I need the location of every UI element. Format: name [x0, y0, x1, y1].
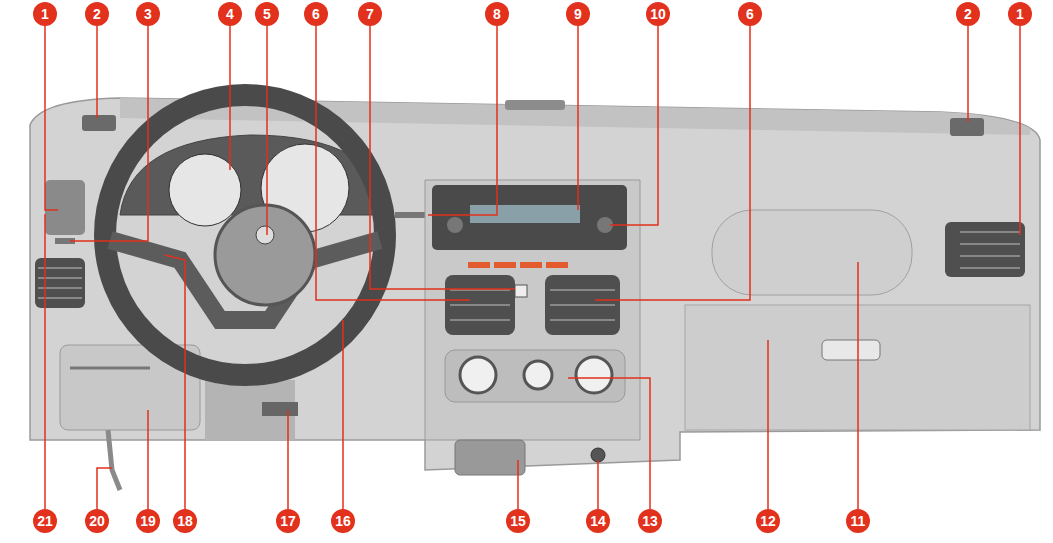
heater-panel: [445, 350, 625, 402]
radio: [432, 185, 627, 250]
hazard-button: [515, 285, 527, 297]
stalk: [395, 212, 425, 218]
fuse-box-cover: [70, 367, 150, 370]
callout-number: 6: [738, 2, 762, 26]
badge: [256, 226, 274, 244]
centre-console: [425, 180, 640, 440]
air-vent: [945, 222, 1025, 277]
defrost-vent: [505, 100, 565, 110]
air-vent: [545, 275, 620, 335]
callout-number: 19: [136, 509, 160, 533]
callout-number: 4: [218, 2, 242, 26]
callout-number: 11: [846, 509, 870, 533]
callout-number: 2: [85, 2, 109, 26]
callout-number: 17: [276, 509, 300, 533]
glove-box-handle: [822, 340, 880, 360]
callout-number: 6: [304, 2, 328, 26]
callout-number: 2: [956, 2, 980, 26]
passenger-airbag: [712, 210, 912, 295]
callout-number: 1: [1008, 2, 1032, 26]
callout-number: 5: [255, 2, 279, 26]
callout-number: 15: [506, 509, 530, 533]
callout-number: 8: [485, 2, 509, 26]
air-vent: [445, 275, 515, 335]
callout-number: 7: [358, 2, 382, 26]
callout-number: 18: [173, 509, 197, 533]
switch-panel: [45, 180, 85, 235]
callout-number: 20: [85, 509, 109, 533]
callout-number: 12: [756, 509, 780, 533]
side-vent: [82, 115, 116, 131]
dashboard-body: [30, 98, 1040, 470]
side-vent: [950, 118, 984, 136]
column-switch: [262, 402, 298, 416]
heater-knob: [524, 361, 552, 389]
air-vent: [35, 258, 85, 308]
callout-number: 16: [331, 509, 355, 533]
callout-number: 9: [566, 2, 590, 26]
leader-lines: [45, 26, 1020, 509]
callout-number: 1: [33, 2, 57, 26]
airbag-hub: [215, 205, 315, 305]
cigar-lighter: [591, 448, 605, 462]
callout-number: 13: [638, 509, 662, 533]
bonnet-lever: [108, 430, 120, 490]
callout-number: 3: [136, 2, 160, 26]
heater-knob: [460, 357, 496, 393]
callout-number: 10: [646, 2, 670, 26]
radio-display: [470, 205, 580, 223]
callout-number: 21: [33, 509, 57, 533]
radio-knob: [447, 217, 463, 233]
ashtray: [455, 440, 525, 475]
callout-number: 14: [586, 509, 610, 533]
heater-knob: [576, 357, 612, 393]
